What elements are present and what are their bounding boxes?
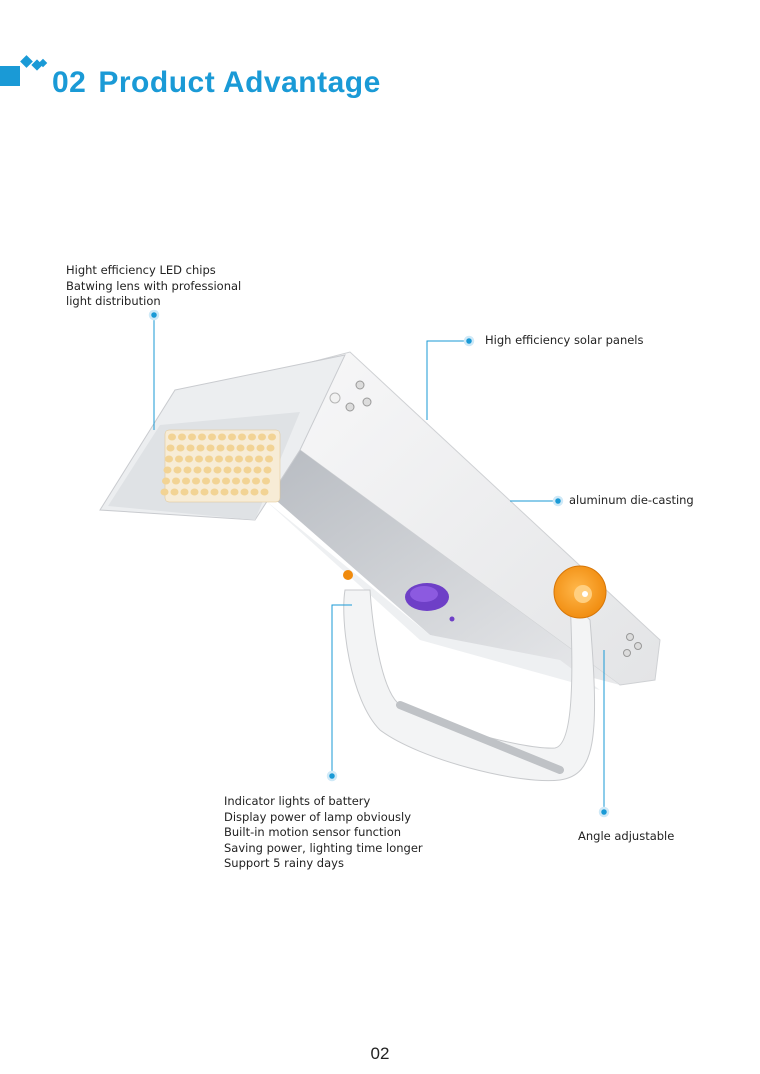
callout-line: Saving power, lighting time longer [224, 840, 423, 855]
callout-line: Display power of lamp obviously [224, 809, 412, 824]
led-chip [170, 488, 179, 496]
led-chip [202, 477, 210, 485]
led-chip [213, 466, 222, 474]
led-chip [216, 444, 225, 452]
led-chip [245, 455, 253, 463]
led-chip [185, 455, 193, 463]
led-chip [162, 477, 170, 485]
led-chip [163, 466, 172, 474]
page-number: 02 [370, 1044, 390, 1063]
led-chip [203, 466, 212, 474]
indicator-callout-dot [326, 770, 338, 782]
led-chip [246, 444, 255, 452]
led-chip [212, 477, 220, 485]
led-chip [186, 444, 195, 452]
led-chip [210, 488, 219, 496]
led-chip [232, 477, 240, 485]
section-number: 02 [52, 66, 87, 99]
led-chip [193, 466, 202, 474]
led-chip [160, 488, 169, 496]
led-chip [223, 466, 232, 474]
led-chip [196, 444, 205, 452]
callout-line: High efficiency solar panels [485, 333, 644, 347]
led-chip [218, 433, 226, 441]
led-chip [190, 488, 199, 496]
led-chip [263, 466, 272, 474]
callout-line: Support 5 rainy days [224, 856, 344, 870]
led-chip [242, 477, 250, 485]
led-chip [172, 477, 180, 485]
led-callout-dot [148, 309, 160, 321]
solar-callout-dot [463, 335, 475, 347]
callout-line: Indicator lights of battery [224, 794, 371, 808]
led-chip [188, 433, 196, 441]
led-chip [215, 455, 223, 463]
angle-callout-dot [598, 806, 610, 818]
callout-aluminum: aluminum die-casting [569, 493, 694, 509]
led-chip [206, 444, 215, 452]
led-chip [192, 477, 200, 485]
led-chip [222, 477, 230, 485]
led-chip [240, 488, 249, 496]
led-chip [178, 433, 186, 441]
callout-line: Hight efficiency LED chips [66, 263, 216, 277]
led-chip [230, 488, 239, 496]
title-squares-icon [0, 55, 48, 86]
aluminum-callout-dot [552, 495, 564, 507]
led-chip [250, 488, 259, 496]
led-chip [225, 455, 233, 463]
led-chip [205, 455, 213, 463]
led-chip [195, 455, 203, 463]
callout-line: aluminum die-casting [569, 493, 694, 507]
led-chip [200, 488, 209, 496]
section-title: Product Advantage [98, 66, 381, 99]
led-chip [175, 455, 183, 463]
led-chip [252, 477, 260, 485]
led-chip [256, 444, 265, 452]
led-chip [248, 433, 256, 441]
led-chip [166, 444, 175, 452]
led-chip [236, 444, 245, 452]
led-chip [176, 444, 185, 452]
led-chip [208, 433, 216, 441]
led-chip [253, 466, 262, 474]
callout-indicator: Indicator lights of battery Display powe… [224, 794, 423, 872]
led-chip [173, 466, 182, 474]
led-chip [168, 433, 176, 441]
led-chip [183, 466, 192, 474]
led-chip [265, 455, 273, 463]
led-chip [260, 488, 269, 496]
callout-line: light distribution [66, 294, 161, 308]
led-chip [180, 488, 189, 496]
led-chip [258, 433, 266, 441]
led-chip [235, 455, 243, 463]
led-chip [255, 455, 263, 463]
callout-line: Built-in motion sensor function [224, 825, 402, 839]
callout-led-chips: Hight efficiency LED chips Batwing lens … [66, 263, 241, 310]
callout-line: Batwing lens with professional [66, 278, 242, 293]
callout-angle: Angle adjustable [578, 829, 674, 845]
led-chip [220, 488, 229, 496]
callout-line: Angle adjustable [578, 829, 675, 843]
led-chip [228, 433, 236, 441]
led-chip [182, 477, 190, 485]
led-chip [243, 466, 252, 474]
led-chip [266, 444, 275, 452]
led-chip [198, 433, 206, 441]
led-chip [226, 444, 235, 452]
led-chip [233, 466, 242, 474]
led-chip [262, 477, 270, 485]
led-chip [268, 433, 276, 441]
callout-solar-panels: High efficiency solar panels [485, 333, 644, 349]
led-chip [238, 433, 246, 441]
led-chip [165, 455, 173, 463]
page-title: 02 Product Advantage [52, 66, 381, 100]
